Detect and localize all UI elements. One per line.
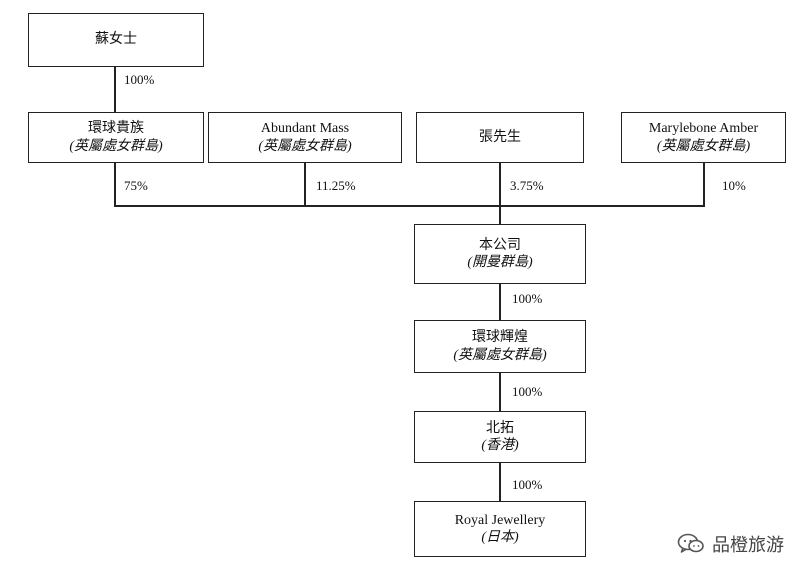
connector-global-brilliance-beituo [499,373,501,411]
edge-beituo-royal-jewellery-pct: 100% [512,477,543,492]
connector-global-noble-down [114,163,116,206]
edge-global-brilliance-beituo-pct: 100% [512,384,543,399]
edge-abundant-mass-company-pct: 11.25% [316,178,356,193]
node-royal-jewellery-name: Royal Jewellery [454,512,546,528]
connector-horizontal-bus [114,205,705,207]
node-global-noble-name: 環球貴族 [88,121,144,136]
node-mr-zhang-name: 張先生 [479,129,521,145]
node-owner-name: 蘇女士 [95,32,137,48]
node-owner: 蘇女士 [28,13,204,67]
node-royal-jewellery: Royal Jewellery (日本) [414,501,586,557]
node-royal-jewellery-jurisdiction: (日本) [481,530,519,545]
node-global-noble: 環球貴族 (英屬處女群島) [28,112,204,163]
connector-abundant-mass-down [304,163,306,206]
node-abundant-mass-name: Abundant Mass [260,121,350,136]
node-global-brilliance-name: 環球輝煌 [472,330,528,345]
node-marylebone-name: Marylebone Amber [648,121,759,136]
node-company: 本公司 (開曼群島) [414,224,586,284]
edge-company-global-brilliance-pct: 100% [512,291,543,306]
node-beituo: 北拓 (香港) [414,411,586,463]
edge-mr-zhang-company-pct: 3.75% [510,178,544,193]
edge-global-noble-company-pct: 75% [124,178,148,193]
connector-owner-global-noble [114,67,116,112]
node-abundant-mass: Abundant Mass (英屬處女群島) [208,112,402,163]
node-global-noble-jurisdiction: (英屬處女群島) [69,138,163,154]
edge-marylebone-company-pct: 10% [722,178,746,193]
node-global-brilliance: 環球輝煌 (英屬處女群島) [414,320,586,373]
watermark: 品橙旅游 [677,531,784,557]
node-company-name: 本公司 [479,237,521,253]
node-beituo-name: 北拓 [486,420,514,436]
node-abundant-mass-jurisdiction: (英屬處女群島) [258,138,352,154]
connector-marylebone-down [703,163,705,206]
node-beituo-jurisdiction: (香港) [481,438,519,453]
node-marylebone-jurisdiction: (英屬處女群島) [656,138,751,154]
connector-company-global-brilliance [499,284,501,320]
connector-mr-zhang-down [499,163,501,224]
edge-owner-global-noble-pct: 100% [124,72,155,87]
connector-beituo-royal-jewellery [499,463,501,501]
node-global-brilliance-jurisdiction: (英屬處女群島) [453,347,547,363]
node-marylebone: Marylebone Amber (英屬處女群島) [621,112,786,163]
watermark-text: 品橙旅游 [712,535,784,556]
node-mr-zhang: 張先生 [416,112,584,163]
node-company-jurisdiction: (開曼群島) [467,255,533,270]
wechat-icon [677,533,704,553]
